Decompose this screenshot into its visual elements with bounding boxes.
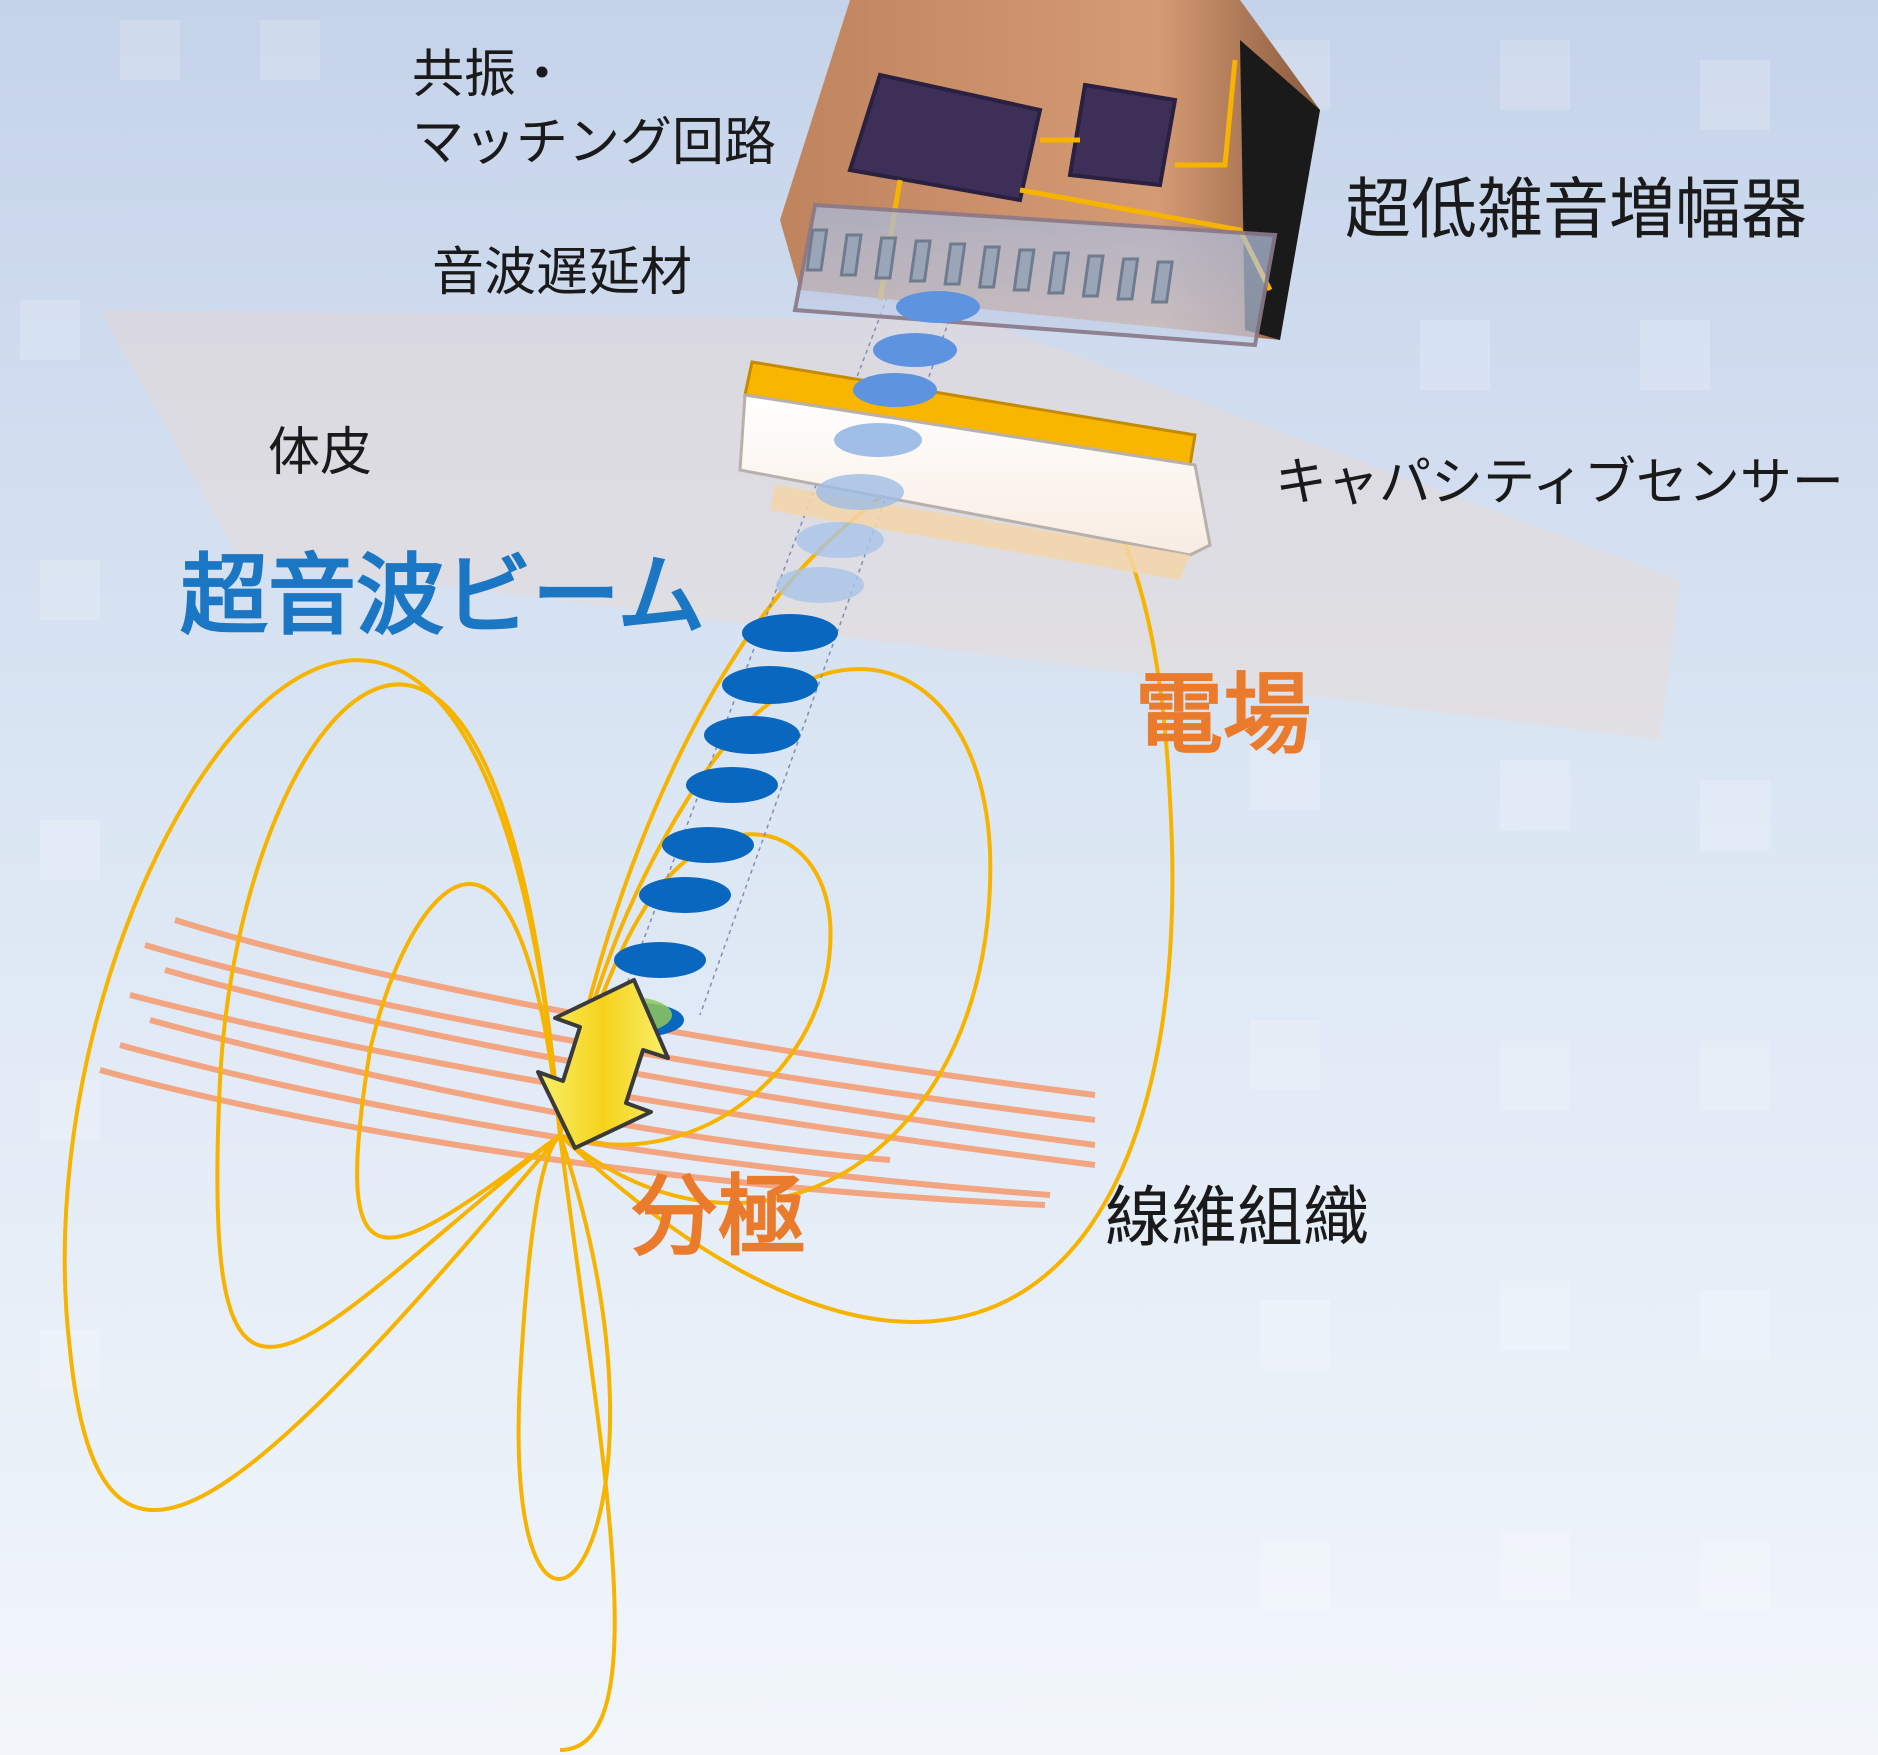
fibrous-tissue-strands [99,917,1096,1208]
resonance-circuit-label-line2: マッチング回路 [412,113,776,173]
background-tiles [20,20,1770,1610]
ultrasound-beam-label: 超音波ビーム [180,544,705,647]
matching-circuit-chip [847,72,1043,203]
double-headed-arrow-icon [536,978,670,1150]
polarization-label: 分極 [630,1165,806,1268]
transducer-array [805,228,1174,304]
fibrous-tissue-label: 線維組織 [1105,1179,1369,1256]
amplifier-label: 超低雑音増幅器 [1345,171,1807,248]
acoustic-delay-label: 音波遅延材 [432,243,692,303]
capacitive-sensor-label: キャパシティブセンサー [1275,453,1844,513]
resonance-circuit-label-line1: 共振・ [412,45,568,105]
amplifier-chip [1067,82,1178,188]
skin-label: 体皮 [268,423,372,483]
ultrasound-beam [596,291,980,1037]
electric-field-label: 電場 [1135,663,1311,766]
